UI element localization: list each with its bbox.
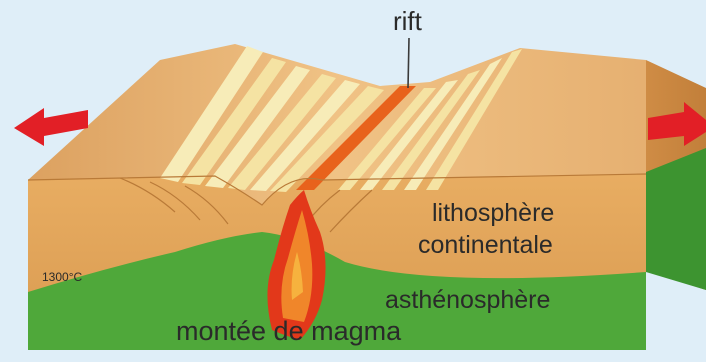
lithosphere-label-line2: continentale — [418, 233, 553, 258]
asthenosphere-label: asthénosphère — [385, 288, 550, 313]
rift-leader-line — [408, 38, 409, 88]
rift-label: rift — [393, 8, 422, 34]
asthenosphere-right-side — [646, 148, 706, 290]
lithosphere-label-line1: lithosphère — [432, 201, 554, 226]
magma-rise-label: montée de magma — [176, 318, 401, 345]
temperature-label: 1300°C — [42, 271, 82, 283]
